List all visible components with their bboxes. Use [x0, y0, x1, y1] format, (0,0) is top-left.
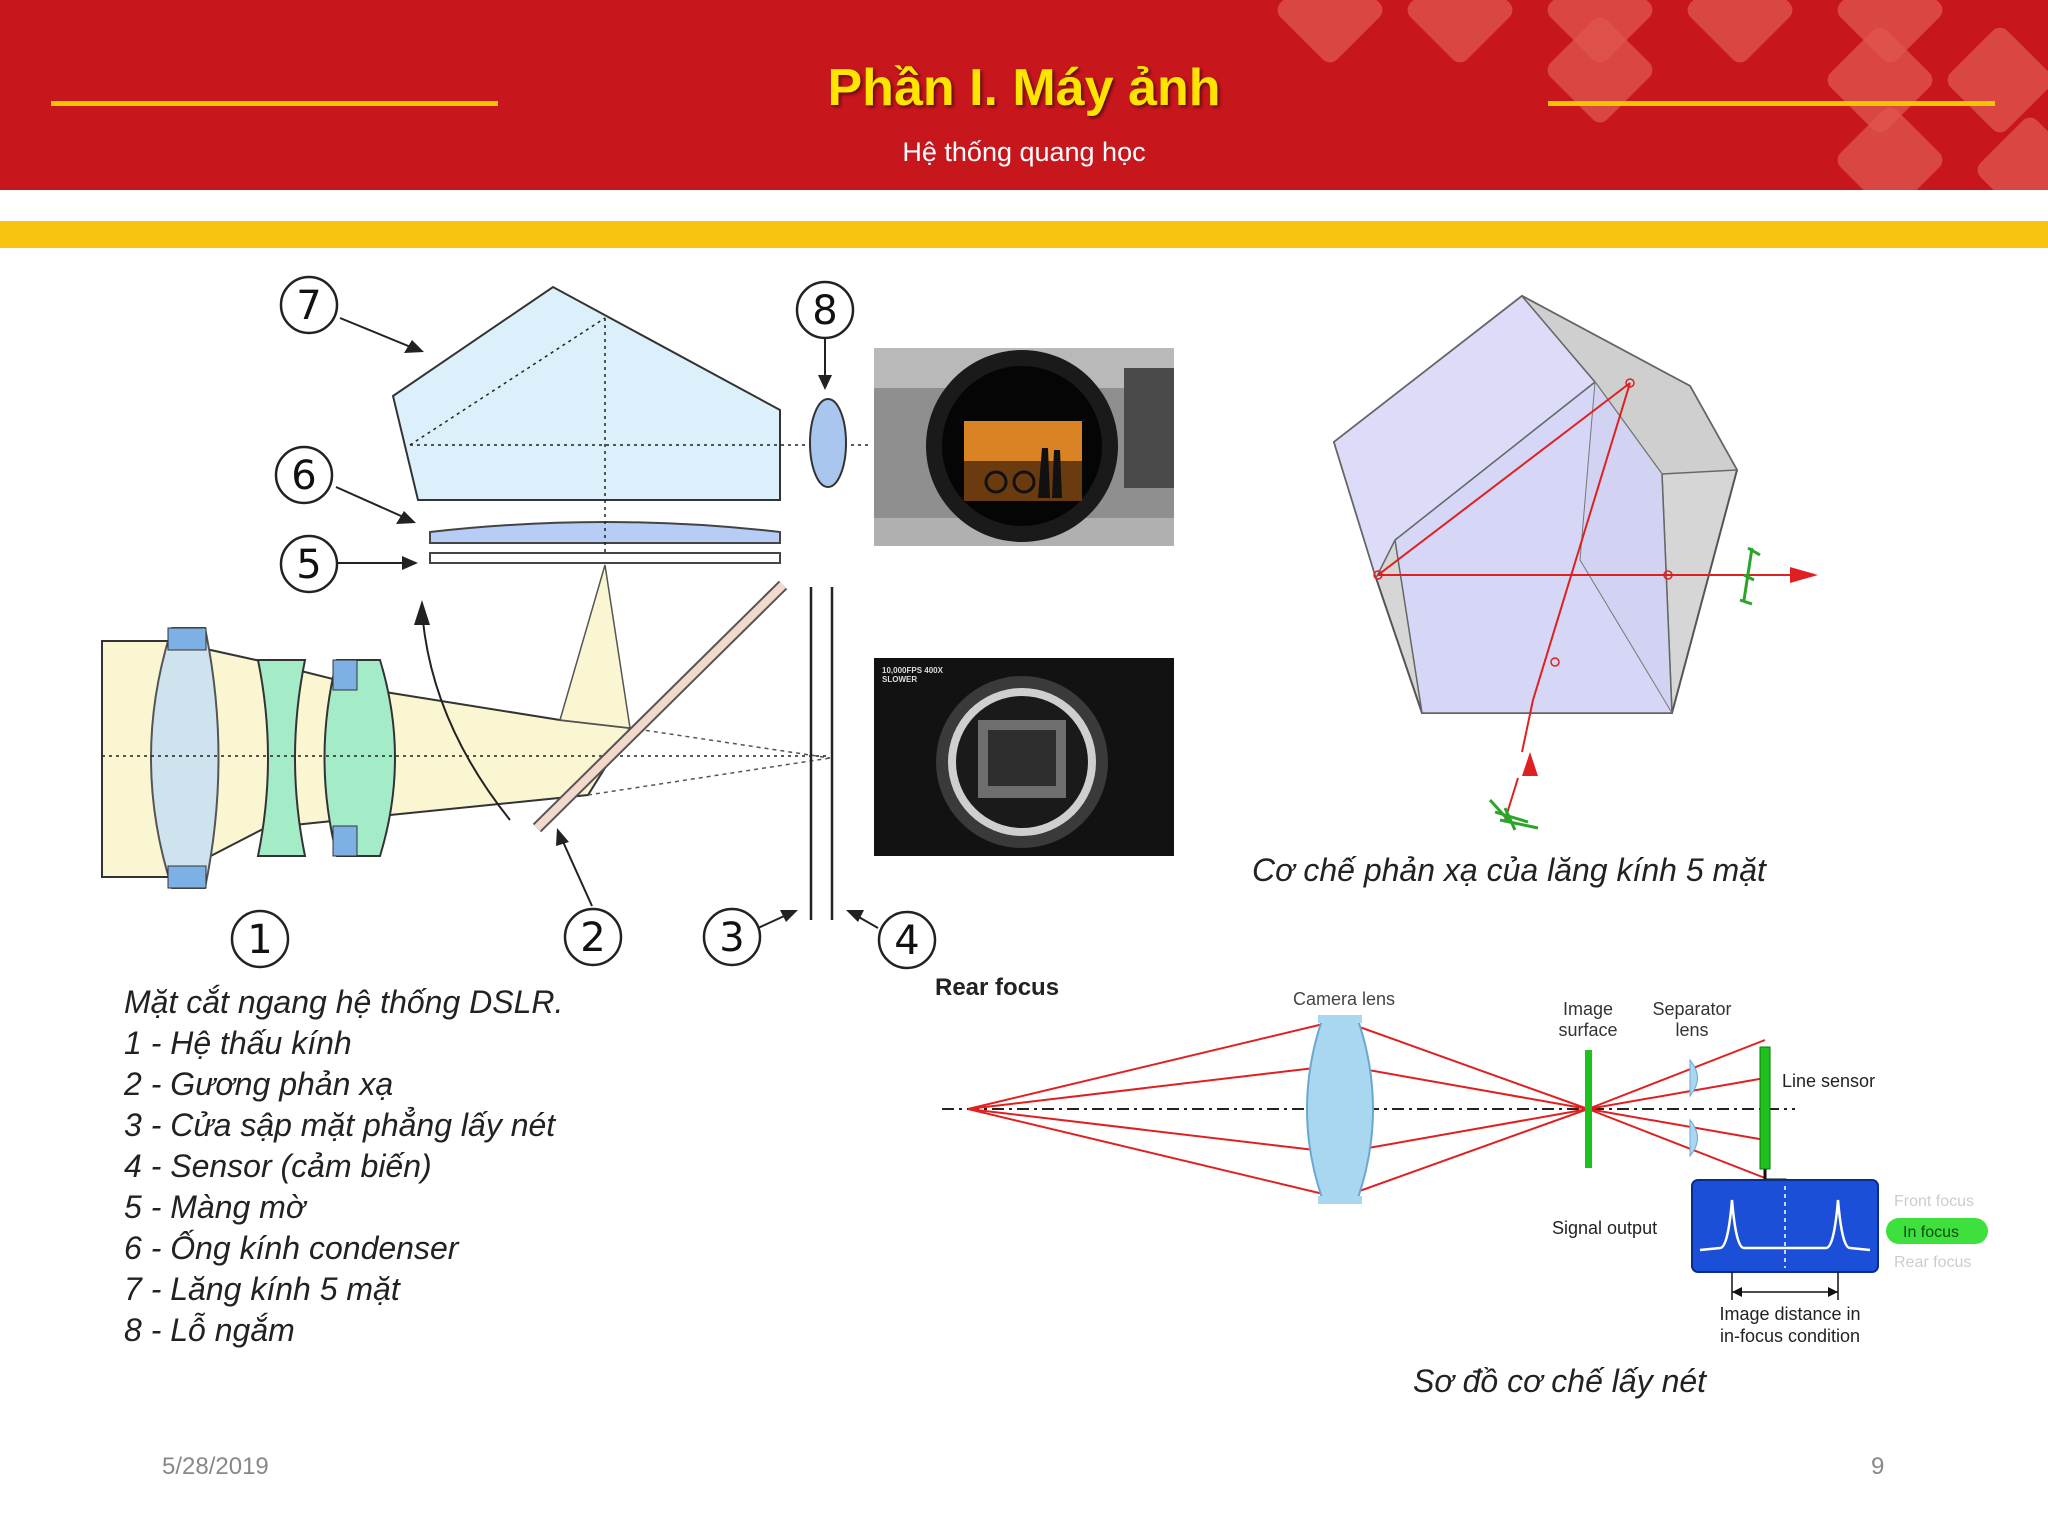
legend-item: 6 - Ống kính condenser — [124, 1230, 459, 1266]
legend-item: 2 - Gương phản xạ — [124, 1066, 394, 1102]
label-separator-lens-text: lens — [1675, 1020, 1708, 1040]
marker-circle-8 — [795, 280, 855, 340]
title-banner: Phần I. Máy ảnh Hệ thống quang học — [0, 0, 2048, 190]
mirror-box-photo: 10,000FPS 400X SLOWER — [874, 658, 1174, 856]
marker-3: 3 — [719, 915, 744, 961]
page-subtitle: Hệ thống quang học — [902, 137, 1146, 167]
legend-item: 7 - Lăng kính 5 mặt — [124, 1271, 400, 1307]
state-in-focus: In focus — [1903, 1224, 1959, 1241]
marker-circle-1 — [230, 909, 290, 969]
marker-8: 8 — [812, 288, 837, 334]
marker-2: 2 — [580, 915, 605, 961]
viewfinder-photo — [874, 348, 1174, 546]
legend-item: 8 - Lỗ ngắm — [124, 1312, 295, 1348]
marker-1: 1 — [247, 917, 272, 963]
label-image-surface-text: Image — [1563, 999, 1613, 1019]
label-image-surface-text: surface — [1558, 1020, 1617, 1040]
marker-circle-2 — [563, 907, 623, 967]
slow-motion-label: 10,000FPS 400X SLOWER — [882, 666, 943, 684]
marker-7: 7 — [296, 283, 321, 329]
label-separator-lens-text: Separator — [1652, 999, 1731, 1019]
marker-circle-6 — [274, 445, 334, 505]
page-title: Phần I. Máy ảnh — [827, 59, 1221, 117]
marker-circle-4 — [877, 910, 937, 970]
dslr-legend: Mặt cắt ngang hệ thống DSLR. 1 - Hệ thấu… — [124, 982, 563, 1351]
marker-6: 6 — [291, 453, 316, 499]
marker-circle-3 — [702, 907, 762, 967]
marker-4: 4 — [894, 918, 919, 964]
focus-heading: Rear focus — [935, 974, 1059, 1001]
yellow-band — [0, 221, 2048, 248]
legend-item: 1 - Hệ thấu kính — [124, 1025, 352, 1061]
title-rule-right — [1548, 101, 1995, 106]
legend-item: 3 - Cửa sập mặt phẳng lấy nét — [124, 1107, 556, 1143]
marker-circle-7 — [279, 275, 339, 335]
title-rule-left — [51, 101, 498, 106]
legend-item: 4 - Sensor (cảm biến) — [124, 1148, 432, 1184]
label-line-sensor: Line sensor — [1782, 1071, 1875, 1091]
marker-circle-5 — [279, 534, 339, 594]
state-front-focus: Front focus — [1894, 1193, 1974, 1210]
footer-date: 5/28/2019 — [162, 1453, 269, 1480]
marker-5: 5 — [296, 542, 321, 588]
focus-caption: Sơ đồ cơ chế lấy nét — [1413, 1363, 1707, 1399]
legend-item: 5 - Màng mờ — [124, 1189, 306, 1225]
label-signal-output: Signal output — [1552, 1218, 1657, 1238]
label-image-distance-text: Image distance in — [1719, 1304, 1860, 1324]
label-camera-lens: Camera lens — [1293, 989, 1395, 1009]
legend-title: Mặt cắt ngang hệ thống DSLR. — [124, 984, 564, 1020]
page-number: 9 — [1871, 1453, 1885, 1480]
prism-caption: Cơ chế phản xạ của lăng kính 5 mặt — [1252, 852, 1766, 888]
label-image-distance-text: in-focus condition — [1720, 1326, 1860, 1346]
state-rear-focus: Rear focus — [1894, 1254, 1971, 1271]
